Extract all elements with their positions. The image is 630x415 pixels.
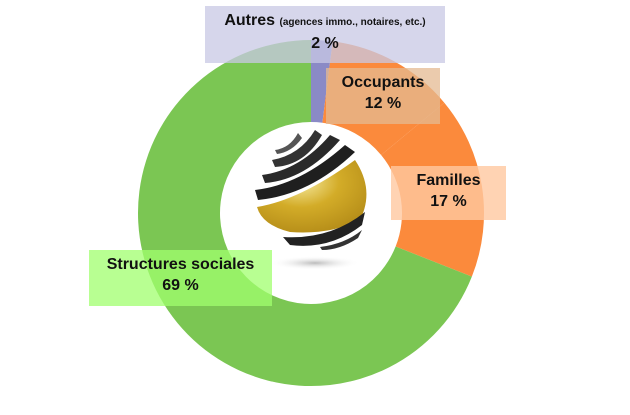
logo-globe-icon — [255, 130, 367, 270]
label-autres-name: Autres — [224, 12, 276, 29]
label-autres-value: 2 % — [311, 35, 339, 52]
label-occupants-value: 12 % — [364, 95, 402, 112]
label-structures: Structures sociales 69 % — [89, 250, 272, 306]
label-autres: Autres (agences immo., notaires, etc.) 2… — [205, 6, 445, 63]
label-structures-name: Structures sociales — [106, 256, 255, 273]
label-autres-note: (agences immo., notaires, etc.) — [279, 17, 426, 28]
label-structures-value: 69 % — [162, 277, 199, 294]
label-familles-value: 17 % — [430, 193, 467, 210]
label-occupants: Occupants 12 % — [326, 68, 440, 124]
label-occupants-name: Occupants — [341, 74, 425, 91]
label-familles: Familles 17 % — [391, 166, 506, 220]
label-familles-name: Familles — [416, 172, 481, 189]
